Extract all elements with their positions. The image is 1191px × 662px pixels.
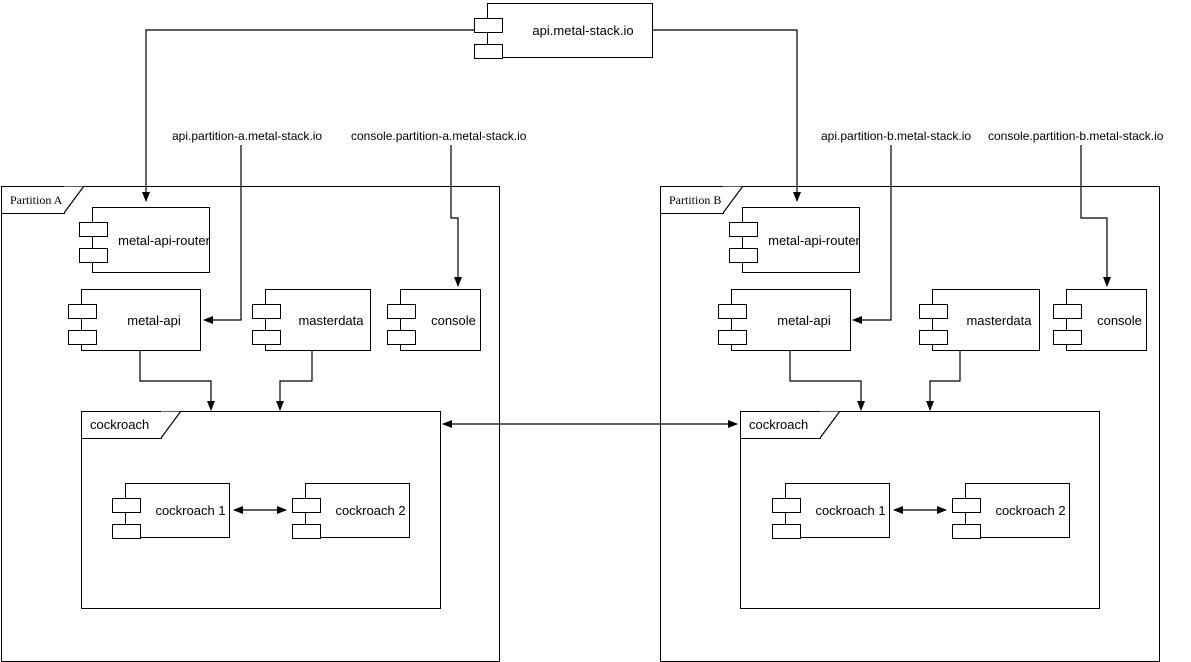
component-port-top-icon [112, 498, 141, 513]
component-cockroach-1-b[interactable]: cockroach 1 [772, 483, 890, 539]
endpoint-label-console-partition-a: console.partition-a.metal-stack.io [351, 129, 527, 143]
component-port-top-icon [718, 304, 747, 319]
component-port-top-icon [292, 498, 321, 513]
component-port-bottom-icon [292, 524, 321, 539]
component-port-bottom-icon [387, 330, 416, 345]
component-label: api.metal-stack.io [532, 23, 634, 38]
component-metal-api-b[interactable]: metal-api [718, 289, 851, 351]
component-label: metal-api [777, 312, 831, 328]
cockroach-group-a-title-tab: cockroach [81, 411, 181, 439]
component-metal-api-router-a[interactable]: metal-api-router [79, 207, 210, 273]
wire-global-to-router-a [142, 29, 487, 202]
component-label: cockroach 2 [995, 503, 1066, 518]
component-label: metal-api-router [118, 232, 210, 248]
component-metal-api-a[interactable]: metal-api [68, 289, 201, 351]
cockroach-group-b-frame: cockroach [740, 411, 1100, 609]
component-port-top-icon [68, 304, 97, 319]
component-port-bottom-icon [68, 330, 97, 345]
component-masterdata-b[interactable]: masterdata [919, 289, 1040, 351]
component-port-top-icon [387, 304, 416, 319]
component-port-top-icon [79, 222, 108, 237]
component-port-bottom-icon [729, 248, 758, 263]
component-port-bottom-icon [79, 248, 108, 263]
component-port-top-icon [474, 18, 503, 33]
cockroach-group-a-title: cockroach [90, 417, 150, 432]
component-console-a[interactable]: console [387, 289, 481, 351]
partition-a-title: Partition A [10, 193, 63, 207]
component-api-metal-stack-io[interactable]: api.metal-stack.io [474, 3, 653, 59]
component-metal-api-router-b[interactable]: metal-api-router [729, 207, 860, 273]
component-console-b[interactable]: console [1053, 289, 1147, 351]
component-port-top-icon [772, 498, 801, 513]
component-port-top-icon [729, 222, 758, 237]
cockroach-group-a-frame: cockroach [81, 411, 441, 609]
component-cockroach-2-b[interactable]: cockroach 2 [952, 483, 1070, 539]
component-label: metal-api [127, 312, 181, 328]
component-port-bottom-icon [474, 44, 503, 59]
endpoint-label-api-partition-b: api.partition-b.metal-stack.io [821, 129, 972, 143]
component-port-top-icon [952, 498, 981, 513]
component-port-bottom-icon [919, 330, 948, 345]
partition-b-title-tab: Partition B [660, 186, 743, 214]
component-label: metal-api-router [768, 232, 860, 248]
component-label: cockroach 1 [155, 503, 226, 518]
component-port-bottom-icon [1053, 330, 1082, 345]
component-masterdata-a[interactable]: masterdata [252, 289, 371, 351]
component-label: cockroach 2 [335, 503, 406, 518]
component-port-bottom-icon [252, 330, 281, 345]
cockroach-group-b-title-tab: cockroach [740, 411, 840, 439]
component-port-bottom-icon [718, 330, 747, 345]
component-port-top-icon [919, 304, 948, 319]
component-label: console [1097, 312, 1142, 328]
component-cockroach-2-a[interactable]: cockroach 2 [292, 483, 410, 539]
partition-a-title-tab: Partition A [1, 186, 84, 214]
component-port-bottom-icon [772, 524, 801, 539]
endpoint-label-api-partition-a: api.partition-a.metal-stack.io [172, 129, 323, 143]
cockroach-group-b-title: cockroach [749, 417, 809, 432]
partition-b-title: Partition B [669, 193, 722, 207]
component-port-top-icon [1053, 304, 1082, 319]
component-port-bottom-icon [112, 524, 141, 539]
component-port-top-icon [252, 304, 281, 319]
component-cockroach-1-a[interactable]: cockroach 1 [112, 483, 230, 539]
wire-global-to-router-b [653, 29, 801, 202]
component-label: masterdata [966, 312, 1032, 328]
endpoint-label-console-partition-b: console.partition-b.metal-stack.io [988, 129, 1164, 143]
component-label: console [431, 312, 476, 328]
component-label: cockroach 1 [815, 503, 886, 518]
component-label: masterdata [298, 312, 364, 328]
component-port-bottom-icon [952, 524, 981, 539]
